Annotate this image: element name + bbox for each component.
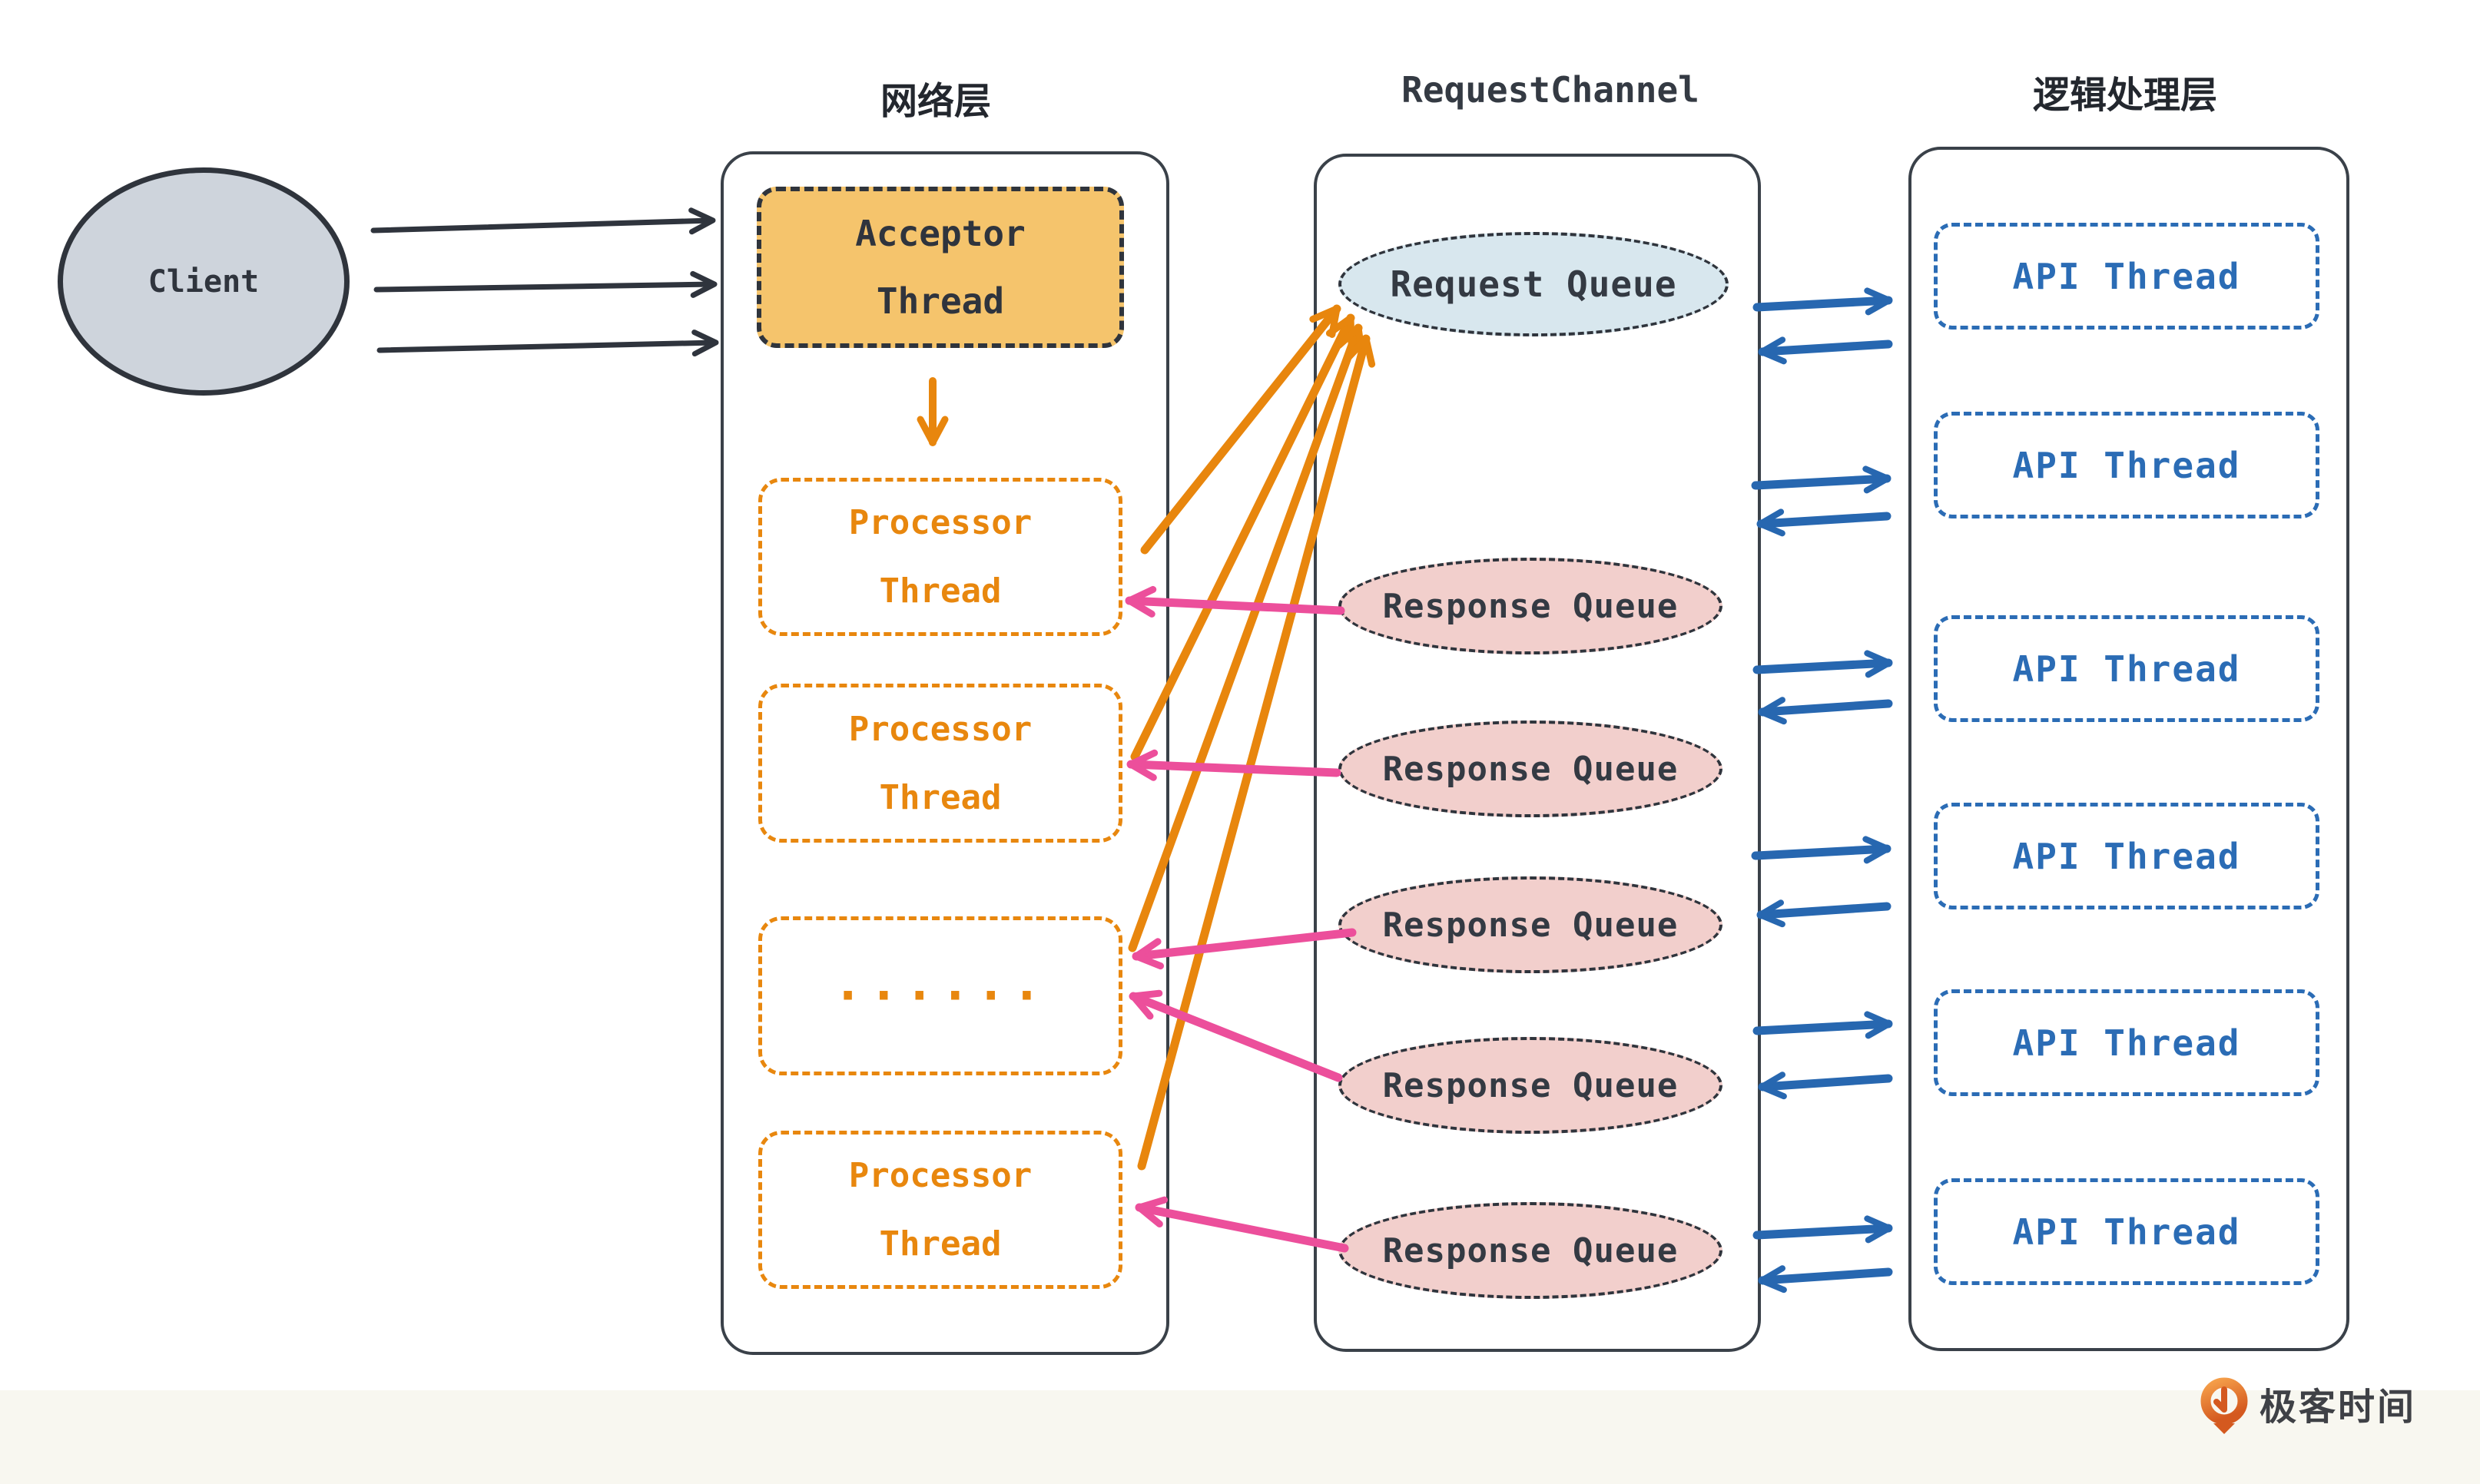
channel-to-api-arrow: [1752, 650, 1893, 678]
acceptor-thread-node: Acceptor Thread: [757, 187, 1124, 348]
api-to-channel-arrow: [1756, 508, 1891, 537]
api-to-channel-arrow: [1756, 899, 1891, 928]
client-request-arrow: [376, 330, 719, 357]
geektime-logo-icon: [2200, 1377, 2248, 1434]
processor-thread-line2: Thread: [879, 1224, 1002, 1264]
api-thread-node-5: API Thread: [1934, 989, 2319, 1096]
processor-thread-node-3: Processor Thread: [758, 1131, 1122, 1289]
processor-to-request-queue-arrow: [1140, 304, 1341, 555]
acceptor-thread-line2: Thread: [876, 280, 1005, 322]
processor-thread-node-1: Processor Thread: [758, 478, 1122, 636]
api-thread-node-6: API Thread: [1934, 1178, 2319, 1285]
channel-to-api-arrow: [1751, 836, 1891, 864]
response-queue-node-3: Response Queue: [1338, 876, 1722, 973]
channel-to-api-arrow: [1751, 465, 1891, 494]
response-queue-node-4: Response Queue: [1338, 1037, 1722, 1134]
api-thread-node-4: API Thread: [1934, 803, 2319, 909]
request-queue-node: Request Queue: [1338, 232, 1729, 336]
api-to-channel-arrow: [1758, 697, 1893, 725]
response-queue-node-5: Response Queue: [1338, 1202, 1722, 1299]
api-to-channel-arrow: [1758, 336, 1893, 365]
request-channel-title: RequestChannel: [1401, 69, 1699, 111]
client-request-arrows: [370, 207, 719, 357]
api-thread-node-2: API Thread: [1934, 412, 2319, 518]
client-request-arrow: [370, 207, 716, 235]
processor-thread-node-2: Processor Thread: [758, 684, 1122, 843]
api-to-channel-arrow: [1758, 1072, 1893, 1100]
logic-layer-box: [1908, 147, 2349, 1351]
processor-thread-ellipsis-node: ······: [758, 916, 1122, 1075]
channel-to-api-arrow: [1752, 287, 1893, 316]
processor-thread-line1: Processor: [848, 503, 1033, 542]
acceptor-thread-line1: Acceptor: [855, 213, 1026, 254]
response-queue-node-2: Response Queue: [1338, 720, 1722, 817]
geektime-logo: 极客时间: [2200, 1377, 2416, 1437]
api-thread-node-3: API Thread: [1934, 615, 2319, 722]
processor-thread-line2: Thread: [879, 777, 1002, 817]
ellipsis-text: ······: [833, 967, 1048, 1025]
processor-thread-line1: Processor: [848, 709, 1033, 749]
response-queue-node-1: Response Queue: [1338, 558, 1722, 654]
processor-thread-line2: Thread: [879, 571, 1002, 611]
geektime-logo-text: 极客时间: [2260, 1386, 2417, 1429]
channel-to-api-arrow: [1752, 1215, 1893, 1244]
api-to-channel-arrow: [1758, 1265, 1893, 1294]
client-request-arrow: [373, 270, 718, 298]
client-node: Client: [58, 167, 350, 396]
network-layer-title: 网络层: [880, 80, 991, 123]
processor-thread-line1: Processor: [848, 1156, 1033, 1195]
footer-strip: [0, 1390, 2480, 1484]
channel-api-arrows: [1751, 287, 1893, 1294]
channel-to-api-arrow: [1752, 1011, 1893, 1039]
api-thread-node-1: API Thread: [1934, 223, 2319, 330]
logic-layer-title: 逻辑处理层: [2032, 74, 2217, 117]
